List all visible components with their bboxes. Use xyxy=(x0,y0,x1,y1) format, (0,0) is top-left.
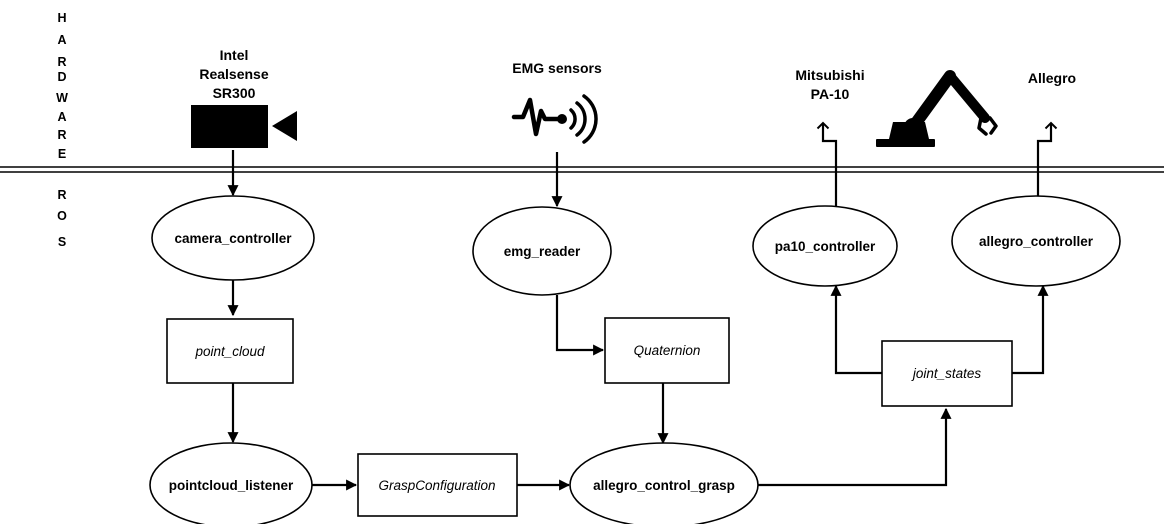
camera-label-line: Realsense xyxy=(199,66,268,82)
ros-letter: S xyxy=(58,235,66,249)
video-camera-icon xyxy=(191,105,297,148)
emg-sensor-signal-icon xyxy=(511,94,598,144)
hardware-letter: W xyxy=(56,91,68,105)
connections xyxy=(227,121,1058,491)
node-camera-controller: camera_controller xyxy=(151,195,315,281)
ros-side-label: R O S xyxy=(57,188,67,249)
hardware-letter: A xyxy=(57,33,66,47)
ros-letter: R xyxy=(57,188,66,202)
topic-point-cloud: point_cloud xyxy=(166,318,294,384)
topic-label: joint_states xyxy=(911,366,982,381)
hardware-letter: R xyxy=(57,55,66,69)
emg-sensors-label: EMG sensors xyxy=(512,60,602,76)
ros-letter: O xyxy=(57,209,67,223)
arm-label-line: PA-10 xyxy=(811,86,850,102)
camera-label-line: SR300 xyxy=(213,85,256,101)
node-emg-reader: emg_reader xyxy=(472,206,612,296)
node-allegro-control-grasp: allegro_control_grasp xyxy=(569,442,759,524)
emg-reader-to-quaternion-edge xyxy=(555,295,605,356)
hardware-letter: E xyxy=(58,147,66,161)
allegro-control-grasp-to-joint-states-edge xyxy=(758,407,952,487)
topic-quaternion: Quaternion xyxy=(604,317,730,384)
allegro-controller-to-hand-edge xyxy=(1036,121,1058,196)
hardware-letter: D xyxy=(57,70,66,84)
node-label: pointcloud_listener xyxy=(169,478,294,493)
hardware-letter: H xyxy=(57,11,66,25)
topic-joint-states: joint_states xyxy=(881,340,1013,407)
camera-label-line: Intel xyxy=(220,47,249,63)
node-allegro-controller: allegro_controller xyxy=(951,195,1121,287)
node-pa10-controller: pa10_controller xyxy=(752,205,898,287)
arm-label-line: Mitsubishi xyxy=(795,67,864,83)
topic-label: GraspConfiguration xyxy=(378,478,495,493)
hardware-letter: A xyxy=(57,110,66,124)
topic-grasp-configuration: GraspConfiguration xyxy=(357,453,518,517)
node-label: pa10_controller xyxy=(775,239,876,254)
pa10-controller-to-arm-edge xyxy=(816,121,838,206)
allegro-label: Allegro xyxy=(1028,70,1076,86)
node-label: allegro_controller xyxy=(979,234,1094,249)
joint-states-to-pa10-controller-edge xyxy=(830,284,882,375)
joint-states-to-allegro-controller-edge xyxy=(1012,284,1049,375)
hardware-side-label: H A R D W A R E xyxy=(56,11,68,161)
topic-label: point_cloud xyxy=(194,344,265,359)
node-label: allegro_control_grasp xyxy=(593,478,735,493)
node-pointcloud-listener: pointcloud_listener xyxy=(149,442,313,524)
hardware-ros-boundary xyxy=(0,166,1164,173)
topic-label: Quaternion xyxy=(634,343,701,358)
node-label: emg_reader xyxy=(504,244,581,259)
robot-arm-icon xyxy=(876,70,998,147)
node-label: camera_controller xyxy=(174,231,292,246)
hardware-letter: R xyxy=(57,128,66,142)
